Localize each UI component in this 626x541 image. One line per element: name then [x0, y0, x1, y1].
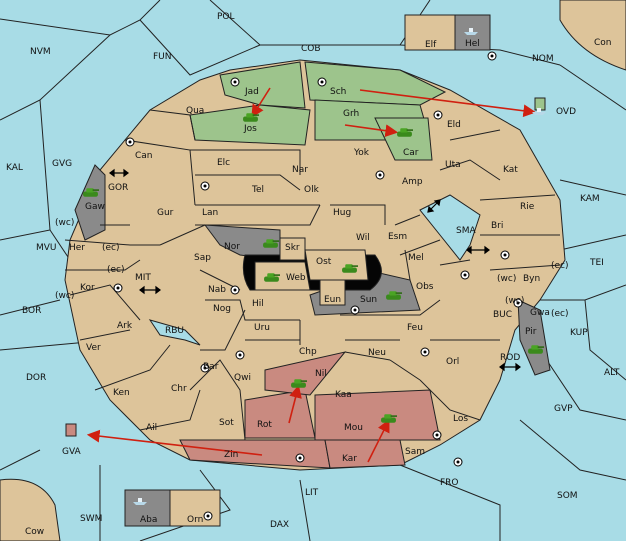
- fleet-marker-gva: [65, 423, 77, 437]
- land-skr: [279, 237, 306, 261]
- units: [65, 28, 546, 505]
- double-arrow-icon: [427, 199, 441, 213]
- land-ost: [304, 249, 369, 281]
- box-elf: [404, 14, 456, 51]
- land-web: [254, 261, 311, 291]
- land-eun: [319, 279, 346, 306]
- box-aba: [124, 489, 171, 527]
- double-arrows: [109, 168, 521, 372]
- land-borders: [64, 109, 561, 441]
- double-arrow-icon: [499, 362, 521, 372]
- box-orn: [169, 489, 221, 527]
- supply-centers: [113, 51, 523, 521]
- sea-cow: [0, 478, 61, 541]
- land-pir: [517, 299, 551, 376]
- land-gaw: [74, 164, 106, 241]
- double-arrow-icon: [109, 168, 129, 178]
- sea-inner-east: [419, 194, 481, 261]
- sea-inner-west: [148, 319, 201, 346]
- land-jad: [219, 61, 306, 109]
- land-mou: [314, 389, 441, 441]
- land-kar: [324, 439, 406, 469]
- double-arrow-icon: [139, 285, 161, 295]
- double-arrow-icon: [466, 245, 490, 255]
- move-arrows: [86, 87, 537, 463]
- land-nil: [264, 351, 347, 396]
